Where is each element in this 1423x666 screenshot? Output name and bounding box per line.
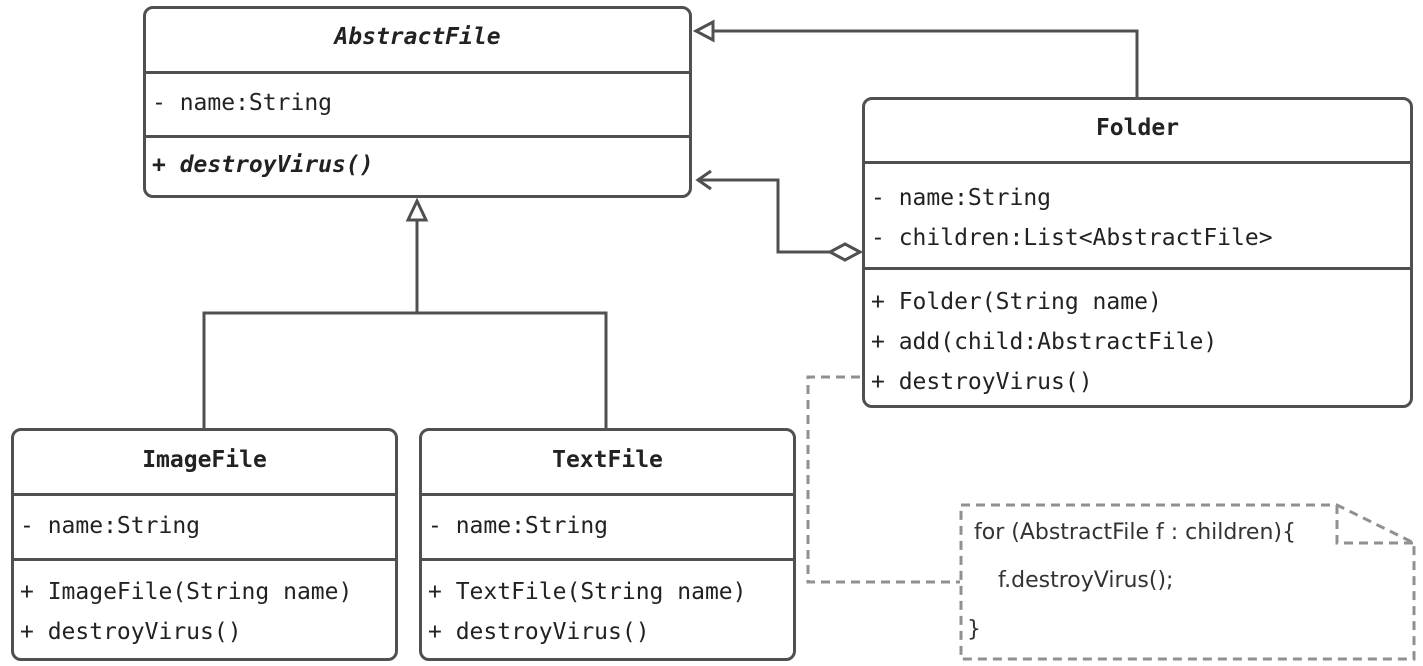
attribute: - name:String xyxy=(428,513,609,539)
generalization-line-imagefile xyxy=(202,311,417,430)
operation: + destroyVirus() xyxy=(20,619,242,645)
note-link-line xyxy=(806,375,960,584)
class-imagefile-name: ImageFile xyxy=(142,447,267,473)
attribute: - name:String xyxy=(152,90,333,116)
aggregation-arrowhead-icon xyxy=(695,169,712,191)
operation: + destroyVirus() xyxy=(871,369,1093,395)
class-folder-operations: + Folder(String name) + add(child:Abstra… xyxy=(865,267,1410,405)
note-shape xyxy=(959,503,1416,661)
note-fold-icon xyxy=(1335,505,1414,545)
operation: + destroyVirus() xyxy=(152,152,374,178)
class-textfile[interactable]: TextFile - name:String + TextFile(String… xyxy=(419,428,796,661)
class-imagefile-operations: + ImageFile(String name) + destroyVirus(… xyxy=(14,558,395,658)
aggregation-diamond-icon xyxy=(826,242,864,262)
class-abstractfile-attributes: - name:String xyxy=(146,71,689,135)
operation: + ImageFile(String name) xyxy=(20,579,353,605)
folder-generalization-arrowhead-icon xyxy=(692,19,715,43)
note-line-1: for (AbstractFile f : children){ xyxy=(974,520,1296,545)
class-textfile-attributes: - name:String xyxy=(422,493,793,558)
class-textfile-name: TextFile xyxy=(552,447,663,473)
attribute: - name:String xyxy=(871,185,1052,211)
generalization-line-folder xyxy=(713,29,1139,97)
generalization-line-textfile xyxy=(417,311,608,430)
operation: + destroyVirus() xyxy=(428,619,650,645)
class-abstractfile[interactable]: AbstractFile - name:String + destroyViru… xyxy=(143,6,692,198)
operation: + Folder(String name) xyxy=(871,289,1162,315)
class-imagefile-attributes: - name:String xyxy=(14,493,395,558)
class-imagefile[interactable]: ImageFile - name:String + ImageFile(Stri… xyxy=(11,428,398,661)
operation: + add(child:AbstractFile) xyxy=(871,329,1218,355)
class-abstractfile-operations: + destroyVirus() xyxy=(146,135,689,195)
attribute: - name:String xyxy=(20,513,201,539)
class-folder-attributes: - name:String - children:List<AbstractFi… xyxy=(865,161,1410,267)
class-folder[interactable]: Folder - name:String - children:List<Abs… xyxy=(862,97,1413,408)
operation: + TextFile(String name) xyxy=(428,579,747,605)
class-folder-name: Folder xyxy=(1095,115,1180,141)
note-line-3: } xyxy=(967,617,981,642)
attribute: - children:List<AbstractFile> xyxy=(871,225,1273,251)
class-textfile-operations: + TextFile(String name) + destroyVirus() xyxy=(422,558,793,658)
generalization-arrowhead-icon xyxy=(405,197,429,222)
class-abstractfile-name: AbstractFile xyxy=(334,24,501,50)
aggregation-line xyxy=(699,178,830,254)
note-line-2: f.destroyVirus(); xyxy=(998,568,1174,593)
